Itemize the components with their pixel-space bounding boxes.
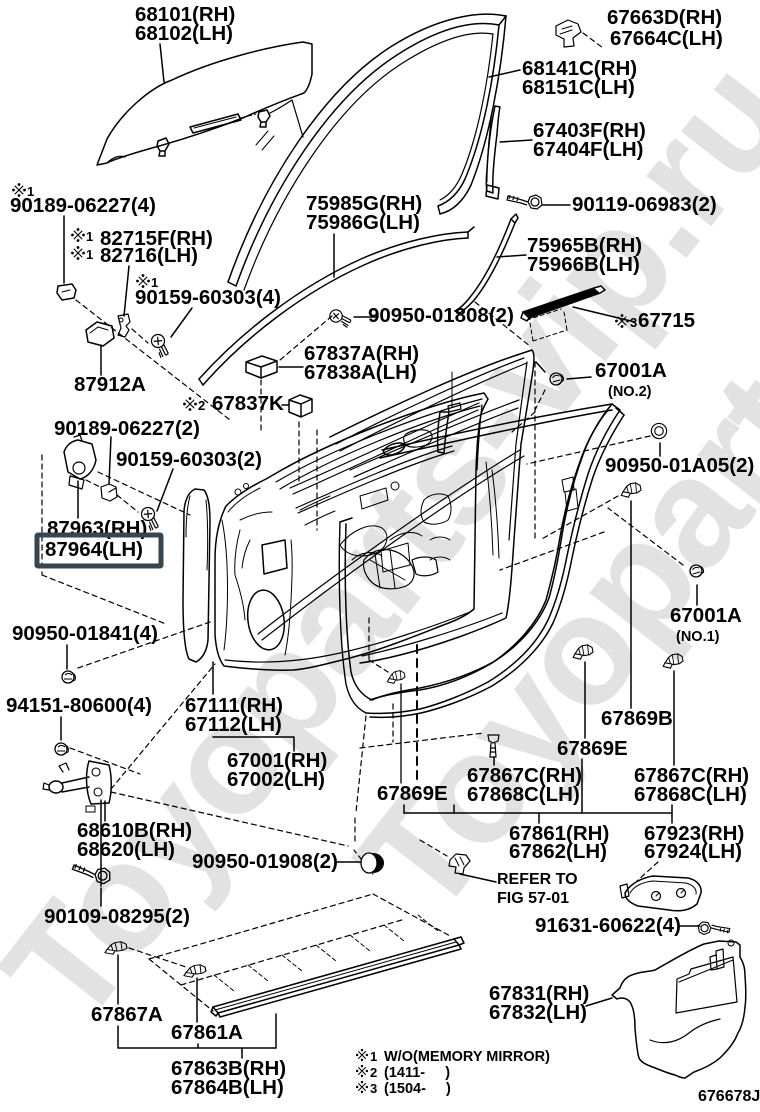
svg-text:2: 2	[370, 1065, 377, 1080]
svg-text:FIG 57-01: FIG 57-01	[497, 890, 569, 907]
svg-text:68620(LH): 68620(LH)	[77, 838, 175, 861]
svg-text:90950-01841(4): 90950-01841(4)	[12, 622, 158, 645]
svg-text:67924(LH): 67924(LH)	[644, 840, 742, 863]
svg-text:67867C(RH): 67867C(RH)	[634, 764, 749, 787]
svg-text:3: 3	[370, 1081, 377, 1096]
svg-text:67869E: 67869E	[557, 737, 628, 760]
svg-text:90189-06227(2): 90189-06227(2)	[54, 417, 200, 440]
svg-text:2: 2	[198, 398, 205, 413]
svg-text:67868C(LH): 67868C(LH)	[634, 783, 747, 806]
svg-text:75966B(LH): 75966B(LH)	[527, 253, 640, 276]
svg-text:1: 1	[370, 1049, 377, 1064]
svg-text:67869B: 67869B	[601, 707, 673, 730]
svg-text:REFER TO: REFER TO	[497, 871, 578, 888]
svg-text:67111(RH): 67111(RH)	[185, 694, 283, 717]
svg-text:67404F(LH): 67404F(LH)	[533, 138, 644, 161]
svg-text:67864B(LH): 67864B(LH)	[171, 1076, 284, 1099]
svg-text:676678J: 676678J	[698, 1088, 760, 1105]
svg-text:1: 1	[86, 247, 93, 262]
svg-text:67663D(RH): 67663D(RH)	[607, 6, 722, 29]
svg-text:W/O(MEMORY MIRROR): W/O(MEMORY MIRROR)	[384, 1049, 550, 1065]
svg-text:75985G(RH): 75985G(RH)	[306, 192, 422, 215]
svg-text:90109-08295(2): 90109-08295(2)	[44, 905, 190, 928]
svg-text:1: 1	[86, 229, 93, 244]
svg-text:67837A(RH): 67837A(RH)	[304, 342, 419, 365]
svg-text:82715F(RH): 82715F(RH)	[100, 227, 213, 250]
svg-text:67861A: 67861A	[171, 1021, 243, 1044]
svg-text:67664C(LH): 67664C(LH)	[610, 27, 723, 50]
svg-text:(1411- ): (1411- )	[384, 1065, 450, 1081]
svg-text:67862(LH): 67862(LH)	[509, 840, 607, 863]
svg-text:90159-60303(4): 90159-60303(4)	[135, 286, 281, 309]
svg-text:67832(LH): 67832(LH)	[489, 1001, 587, 1024]
svg-text:3: 3	[630, 315, 637, 330]
svg-text:67715: 67715	[638, 309, 695, 332]
svg-text:67112(LH): 67112(LH)	[185, 713, 282, 736]
svg-text:68610B(RH): 68610B(RH)	[77, 819, 192, 842]
svg-text:67001A: 67001A	[595, 359, 667, 382]
svg-text:67867C(RH): 67867C(RH)	[467, 764, 582, 787]
svg-text:67403F(RH): 67403F(RH)	[533, 119, 646, 142]
svg-text:1: 1	[27, 184, 34, 199]
svg-text:(1504- ): (1504- )	[384, 1081, 451, 1097]
svg-text:67869E: 67869E	[377, 782, 448, 805]
svg-text:68151C(LH): 68151C(LH)	[522, 76, 635, 99]
svg-text:67838A(LH): 67838A(LH)	[304, 361, 417, 384]
svg-text:1: 1	[151, 275, 158, 290]
svg-text:67001A: 67001A	[670, 604, 742, 627]
svg-text:90189-06227(4): 90189-06227(4)	[10, 194, 156, 217]
svg-text:(NO.1): (NO.1)	[676, 629, 720, 645]
svg-text:90950-01908(2): 90950-01908(2)	[192, 850, 338, 873]
svg-text:68141C(RH): 68141C(RH)	[522, 57, 637, 80]
svg-text:75986G(LH): 75986G(LH)	[306, 211, 420, 234]
svg-text:90119-06983(2): 90119-06983(2)	[572, 193, 717, 216]
svg-text:87912A: 87912A	[74, 373, 146, 396]
svg-text:75965B(RH): 75965B(RH)	[527, 234, 642, 257]
svg-text:91631-60622(4): 91631-60622(4)	[535, 914, 681, 937]
svg-text:67863B(RH): 67863B(RH)	[171, 1057, 286, 1080]
svg-text:67868C(LH): 67868C(LH)	[467, 783, 580, 806]
svg-text:67001(RH): 67001(RH)	[227, 749, 327, 772]
svg-text:67837K: 67837K	[212, 392, 284, 415]
svg-text:90159-60303(2): 90159-60303(2)	[116, 448, 262, 471]
svg-text:90950-01808(2): 90950-01808(2)	[368, 304, 514, 327]
svg-text:67923(RH): 67923(RH)	[644, 822, 744, 845]
svg-text:67002(LH): 67002(LH)	[227, 768, 325, 791]
svg-text:67831(RH): 67831(RH)	[489, 982, 589, 1005]
svg-text:68101(RH): 68101(RH)	[135, 3, 235, 26]
svg-text:94151-80600(4): 94151-80600(4)	[6, 694, 152, 717]
svg-text:82716(LH): 82716(LH)	[100, 244, 198, 267]
svg-text:(NO.2): (NO.2)	[608, 384, 652, 400]
svg-text:90950-01A05(2): 90950-01A05(2)	[605, 454, 754, 477]
svg-text:68102(LH): 68102(LH)	[135, 22, 233, 45]
svg-text:67861(RH): 67861(RH)	[509, 822, 609, 845]
svg-text:87964(LH): 87964(LH)	[45, 538, 143, 561]
svg-text:67867A: 67867A	[91, 1003, 163, 1026]
